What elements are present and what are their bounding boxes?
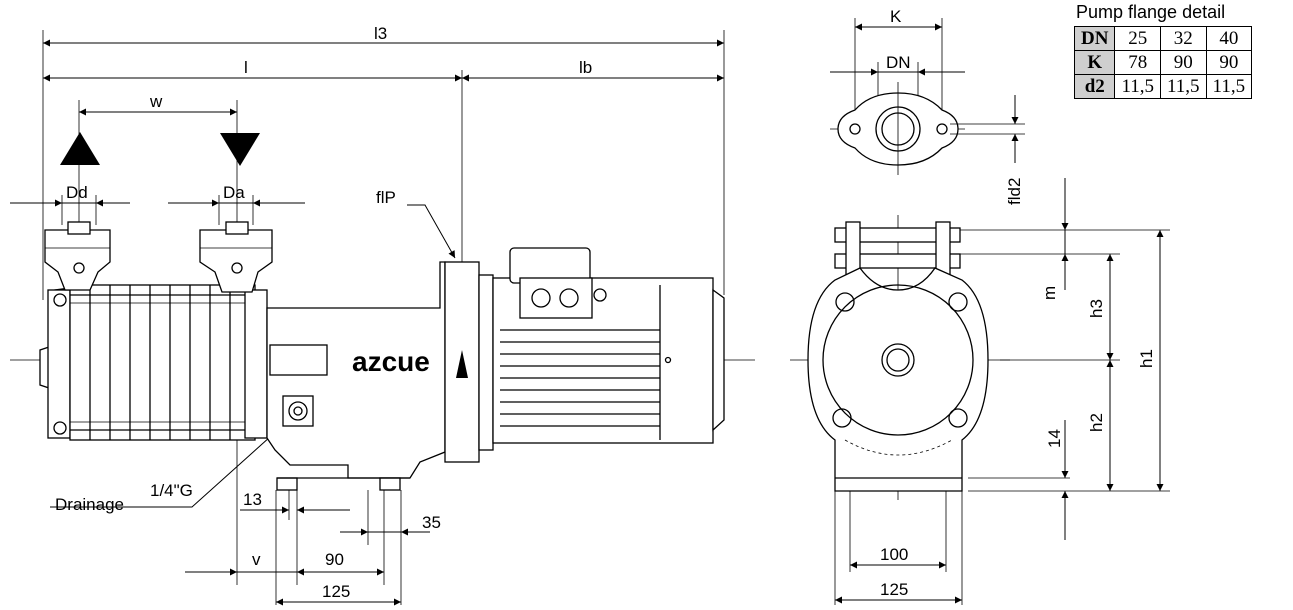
dimension-lines: [10, 39, 724, 606]
discharge-arrow-icon: [220, 133, 260, 166]
suction-flange: [44, 221, 111, 291]
table-row: DN 25 32 40: [1073, 26, 1253, 51]
row-header: K: [1073, 50, 1116, 75]
label-w: w: [149, 92, 163, 111]
row-header: DN: [1073, 26, 1116, 51]
front-view: [790, 178, 1170, 605]
flange-detail-view: [830, 18, 1025, 175]
brand-logo: azcue: [352, 346, 430, 377]
discharge-flange: [199, 221, 273, 293]
label-Da: Da: [223, 183, 245, 202]
pump-end-cover: [39, 287, 71, 439]
table-caption: Pump flange detail: [1076, 2, 1226, 22]
rotation-arrow-icon: [456, 350, 468, 378]
label-DN: DN: [886, 53, 911, 72]
label-h3: h3: [1087, 299, 1106, 318]
front-top-flange: [834, 227, 961, 243]
label-v: v: [252, 550, 261, 569]
table-cell: 32: [1160, 26, 1207, 51]
label-125-left: 125: [322, 582, 350, 601]
motor-flange: [444, 261, 494, 463]
front-casing: [807, 267, 989, 492]
label-l: l: [244, 58, 248, 77]
label-90: 90: [325, 550, 344, 569]
motor: [492, 247, 725, 444]
pump-flange-table: Pump flange detail DN 25 32 40 K 78 90 9…: [1073, 2, 1253, 99]
label-125-right: 125: [880, 580, 908, 599]
row-header: d2: [1073, 74, 1116, 99]
table-cell: 78: [1114, 50, 1161, 75]
label-K: K: [890, 7, 902, 26]
suction-arrow-icon: [60, 132, 100, 165]
label-lb: lb: [579, 58, 592, 77]
pump-stages: [69, 284, 268, 441]
table-cell: 90: [1205, 50, 1253, 75]
table-row: d2 11,5 11,5 11,5: [1073, 74, 1253, 99]
label-l3: l3: [374, 24, 387, 43]
label-35: 35: [422, 513, 441, 532]
label-Dd: Dd: [66, 183, 88, 202]
table-cell: 90: [1160, 50, 1207, 75]
drainage-leader: [50, 409, 301, 508]
side-view: [10, 30, 755, 606]
label-h1: h1: [1137, 349, 1156, 368]
label-thread: 1/4"G: [150, 481, 193, 500]
table-cell: 40: [1205, 26, 1253, 51]
label-drainage: Drainage: [55, 495, 124, 514]
label-m: m: [1040, 286, 1059, 300]
side-view-labels: l3 l lb w Dd Da flP azcue 1/4"G Drainage…: [55, 24, 592, 601]
flp-leader: [407, 204, 456, 259]
table-cell: 11,5: [1160, 74, 1207, 99]
table-cell: 11,5: [1205, 74, 1253, 99]
label-14: 14: [1045, 429, 1064, 448]
label-100: 100: [880, 545, 908, 564]
label-fld2: fld2: [1005, 178, 1024, 205]
label-flP: flP: [376, 188, 396, 207]
table-row: K 78 90 90: [1073, 50, 1253, 75]
table-cell: 25: [1114, 26, 1161, 51]
label-h2: h2: [1087, 413, 1106, 432]
table-cell: 11,5: [1114, 74, 1161, 99]
label-13: 13: [243, 490, 262, 509]
flange-detail-table: DN 25 32 40 K 78 90 90 d2 11,5 11,5 11,5: [1073, 26, 1253, 99]
pump-housing: [266, 261, 446, 491]
